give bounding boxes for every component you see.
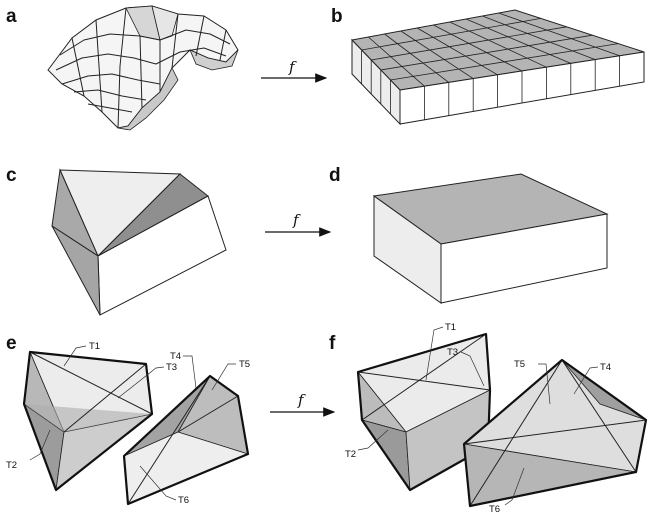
panel-label-f: f [329, 333, 336, 354]
tetra-label-f-t4: T4 [600, 362, 611, 373]
tetra-label-e-t6: T6 [178, 495, 189, 506]
mapping-label-middle: f [292, 211, 301, 229]
mapping-arrow-top: f [261, 58, 328, 83]
mapping-label-bottom: f [297, 391, 306, 409]
panel-label-a: a [6, 6, 17, 27]
grid-line-top [371, 26, 567, 61]
grid-line-top [465, 18, 571, 64]
tetra-label-e-t4: T4 [170, 351, 181, 362]
mapping-label-top: f [288, 58, 297, 76]
grid-line-top [368, 36, 425, 87]
mapping-arrow-middle: f [265, 211, 332, 237]
gridded-box [350, 9, 645, 126]
plain-box [372, 173, 609, 304]
polyhedron-source [51, 168, 227, 316]
tetra-label-e-t5: T5 [239, 359, 250, 370]
tetra-group-e-left [22, 350, 154, 492]
tetra-label-e-t3: T3 [166, 362, 177, 373]
tetra-label-f-t5: T5 [514, 359, 525, 370]
tetra-label-f-t3: T3 [447, 347, 458, 358]
mapping-arrow-bottom: f [270, 391, 336, 417]
grid-line-top [498, 12, 620, 57]
grid-line-top [400, 30, 474, 79]
curved-mesh-surface [47, 5, 239, 131]
tetra-label-e-t2: T2 [6, 460, 17, 471]
grid-line-top [390, 43, 619, 81]
grid-line-top [416, 27, 498, 76]
grid-line-top [384, 33, 450, 83]
grid-line-top [433, 24, 523, 72]
grid-line-top [449, 21, 547, 68]
tetra-label-e-t1: T1 [89, 341, 100, 352]
grid-line-top [380, 34, 593, 71]
panel-label-c: c [6, 165, 17, 186]
tetra-group-f-right [462, 358, 648, 508]
tetra-label-f-t6: T6 [489, 504, 500, 515]
leaders-f [357, 326, 599, 506]
panel-label-b: b [331, 6, 343, 27]
panel-label-e: e [6, 333, 17, 354]
tetra-label-f-t2: T2 [345, 449, 356, 460]
grid-line-top [482, 15, 596, 60]
tetra-label-f-t1: T1 [445, 322, 456, 333]
leaders-e [29, 345, 236, 501]
tetra-group-e-right [122, 374, 250, 506]
tetra-group-f-left [356, 332, 492, 492]
grid-line-top [361, 18, 541, 51]
panel-label-d: d [329, 165, 341, 186]
